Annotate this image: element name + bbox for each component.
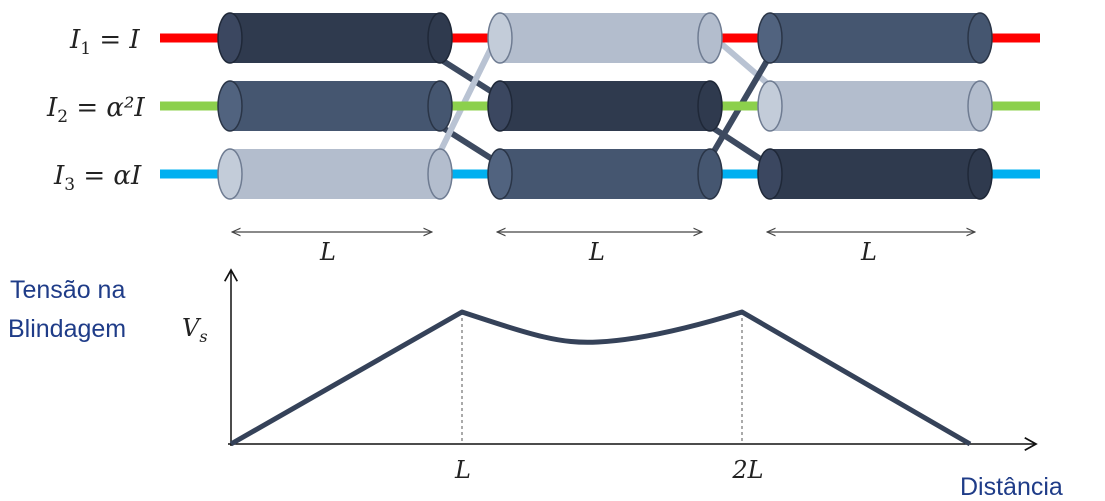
segment-length-label-3: L xyxy=(860,238,877,266)
cable-section-2-row-2 xyxy=(487,80,723,132)
cable-section-3-row-1 xyxy=(757,12,993,64)
cable-section-2-row-3 xyxy=(487,148,723,200)
cable-section-2-row-1 xyxy=(487,12,723,64)
y-axis-symbol: Vs xyxy=(182,314,208,346)
cable-section-1-row-1 xyxy=(217,12,453,64)
current-label-2: I2 = α²I xyxy=(46,93,145,127)
x-tick-2L: 2L xyxy=(731,456,763,484)
crossover-c-dark xyxy=(708,123,770,167)
x-tick-L: L xyxy=(454,456,471,484)
y-axis-label-line-1: Tensão na xyxy=(10,276,125,304)
cable-section-1-row-3 xyxy=(217,148,453,200)
current-label-3: I3 = αI xyxy=(53,161,142,195)
y-axis-label-line-2: Blindagem xyxy=(8,315,126,343)
current-labels: I1 = I I2 = α²I I3 = αI xyxy=(46,25,145,195)
length-dimensions: L L L xyxy=(232,232,975,266)
crossover-3-to-1-light xyxy=(437,32,501,154)
segment-length-label-1: L xyxy=(319,238,336,266)
sheath-voltage-graph: Vs L 2L Tensão na Blindagem Distância xyxy=(8,268,1063,501)
cable-cylinders xyxy=(217,12,993,200)
x-axis-label: Distância xyxy=(960,473,1063,501)
segment-length-label-2: L xyxy=(588,238,605,266)
cable-section-3-row-3 xyxy=(757,148,993,200)
current-label-1: I1 = I xyxy=(69,25,140,59)
cable-section-1-row-2 xyxy=(217,80,453,132)
cable-section-3-row-2 xyxy=(757,80,993,132)
sheath-voltage-curve xyxy=(229,309,972,447)
